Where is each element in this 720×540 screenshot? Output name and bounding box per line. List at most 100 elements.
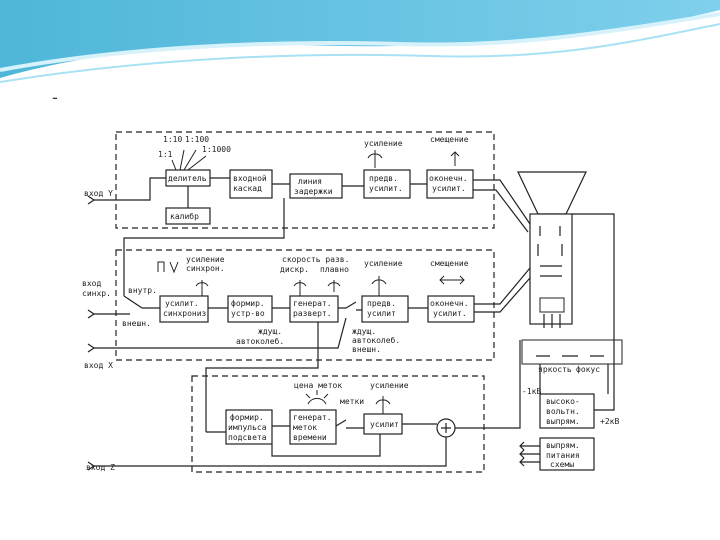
sweep-speed-label: скорость разв. bbox=[282, 255, 349, 264]
crt-electron-gun-icon bbox=[539, 297, 565, 313]
input-stage-label-1: входной bbox=[233, 174, 267, 183]
lv-supply-label-3: схемы bbox=[550, 460, 574, 469]
preamp-y-label-1: предв. bbox=[369, 174, 398, 183]
sync-source-switch-icon bbox=[94, 295, 160, 315]
z-channel-group bbox=[191, 375, 485, 473]
input-stage-label-2: каскад bbox=[233, 184, 262, 193]
pulse-shaper-label-2: импульса bbox=[228, 423, 267, 432]
gain-sync-label-1: усиление bbox=[186, 255, 225, 264]
lv-output-arrows-icon bbox=[519, 441, 540, 467]
pulse-shaper-block bbox=[225, 409, 273, 445]
waiting2-label-2: автоколеб. bbox=[352, 335, 400, 345]
crt-deflection-plates-y-icon bbox=[537, 226, 563, 256]
wire-y-in bbox=[94, 177, 427, 208]
sync-amp-label-2: синхрониз bbox=[163, 309, 207, 318]
input-sync-terminal-icon bbox=[87, 309, 96, 319]
final-amp-y-label-2: усилит. bbox=[432, 184, 466, 193]
ratio-1-100-label: 1:100 bbox=[185, 135, 209, 144]
gain-sync-knob-icon bbox=[195, 280, 209, 296]
horizontal-channel-group bbox=[115, 249, 495, 361]
input-y-label: вход Y bbox=[84, 189, 113, 198]
shaper-block bbox=[227, 295, 273, 323]
input-z-label: вход Z bbox=[86, 463, 115, 472]
wire-z-input bbox=[94, 437, 447, 467]
lv-supply-label-2: питания bbox=[546, 451, 580, 460]
internal-label: внутр. bbox=[128, 286, 157, 295]
gain-sync-label-2: синхрон. bbox=[186, 264, 225, 273]
wire-x-chain bbox=[208, 267, 531, 313]
delay-line-label-1: линия bbox=[298, 177, 322, 186]
delay-line-label-2: задержки bbox=[294, 187, 333, 196]
marker-gen-label-3: времени bbox=[293, 433, 327, 442]
sweep-smooth-label: плавно bbox=[320, 265, 349, 274]
offset-x-label: смещение bbox=[430, 259, 469, 268]
preamp-x-block bbox=[361, 295, 409, 323]
wire-sweep-to-z bbox=[205, 322, 319, 432]
waiting2-label-1: ждущ. bbox=[352, 327, 376, 336]
crt-neck bbox=[529, 213, 573, 325]
divider-switch-icon bbox=[171, 149, 207, 171]
delay-line-block bbox=[289, 173, 343, 199]
pulse-shaper-label-3: подсвета bbox=[228, 433, 267, 442]
marks-label: метки bbox=[340, 397, 364, 406]
marker-gen-label-2: меток bbox=[293, 423, 317, 432]
sync-amp-block bbox=[159, 295, 209, 323]
input-z-terminal-icon bbox=[87, 461, 96, 471]
ratio-1-10-label: 1:10 bbox=[163, 135, 182, 144]
preamp-y-block bbox=[363, 169, 411, 199]
crt-deflection-plates-x-icon bbox=[540, 265, 562, 277]
gain-z-knob-icon bbox=[375, 396, 391, 414]
offset-y-label: смещение bbox=[430, 135, 469, 144]
mark-price-knob-icon bbox=[305, 390, 329, 405]
offset-x-arrow-icon bbox=[439, 275, 465, 285]
sweep-discrete-label: дискр. bbox=[280, 265, 309, 274]
ratio-1-1000-label: 1:1000 bbox=[202, 145, 231, 154]
hv-supply-label-2: вольтн. bbox=[546, 407, 580, 416]
sweep-gen-block bbox=[289, 295, 339, 323]
gain-z-label: усиление bbox=[370, 381, 409, 390]
gain-y-label: усиление bbox=[364, 139, 403, 148]
waiting-label-2: автоколеб. bbox=[236, 336, 284, 346]
external-label: внешн. bbox=[122, 319, 151, 328]
summing-plus-icon bbox=[441, 423, 451, 433]
gain-y-knob-icon bbox=[367, 150, 383, 168]
input-sync-label-1: вход bbox=[82, 279, 101, 288]
final-amp-x-block bbox=[427, 295, 475, 323]
input-x-label: вход X bbox=[84, 361, 113, 370]
slide-title-dash: - bbox=[52, 88, 58, 107]
wire-y-out bbox=[473, 179, 531, 233]
marker-gen-label-1: генерат. bbox=[293, 413, 332, 422]
sweep-gen-label-1: генерат. bbox=[293, 299, 332, 308]
divider-label: делитель bbox=[168, 174, 207, 183]
marker-gen-block bbox=[289, 409, 337, 445]
lv-supply-block bbox=[539, 437, 595, 471]
hv-minus-label: -1кВ bbox=[522, 387, 541, 396]
shaper-label-2: устр-во bbox=[231, 309, 265, 318]
final-amp-y-block bbox=[426, 169, 474, 199]
preamp-x-label-2: усилит bbox=[367, 309, 396, 318]
hv-supply-label-1: высоко- bbox=[546, 397, 580, 406]
final-amp-x-label-2: усилит. bbox=[433, 309, 467, 318]
input-x-terminal-icon bbox=[87, 343, 96, 353]
gain-x-label: усиление bbox=[364, 259, 403, 268]
offset-y-arrow-icon bbox=[450, 151, 460, 166]
sync-amp-label-1: усилит. bbox=[165, 299, 199, 308]
final-amp-y-label-1: оконечн. bbox=[429, 174, 468, 183]
hv-supply-block bbox=[539, 393, 595, 429]
hv-plus-label: +2кВ bbox=[600, 417, 619, 426]
preamp-y-label-2: усилит. bbox=[369, 184, 403, 193]
waiting-label-1: ждущ. bbox=[258, 327, 282, 336]
brightness-focus-divider bbox=[521, 339, 623, 365]
sync-pulse-icon bbox=[157, 261, 179, 274]
waiting2-label-3: внешн. bbox=[352, 345, 381, 354]
amp-z-label: усилит bbox=[370, 420, 399, 429]
lv-supply-label-1: выпрям. bbox=[546, 441, 580, 450]
input-sync-label-2: синхр. bbox=[82, 289, 111, 298]
sweep-switch-icon bbox=[293, 280, 341, 296]
slide-header-wave bbox=[0, 0, 720, 83]
mark-price-label: цена меток bbox=[294, 381, 342, 390]
hv-supply-label-3: выпрям. bbox=[546, 417, 580, 426]
gain-x-knob-icon bbox=[371, 276, 387, 296]
final-amp-x-label-1: оконечн. bbox=[430, 299, 469, 308]
